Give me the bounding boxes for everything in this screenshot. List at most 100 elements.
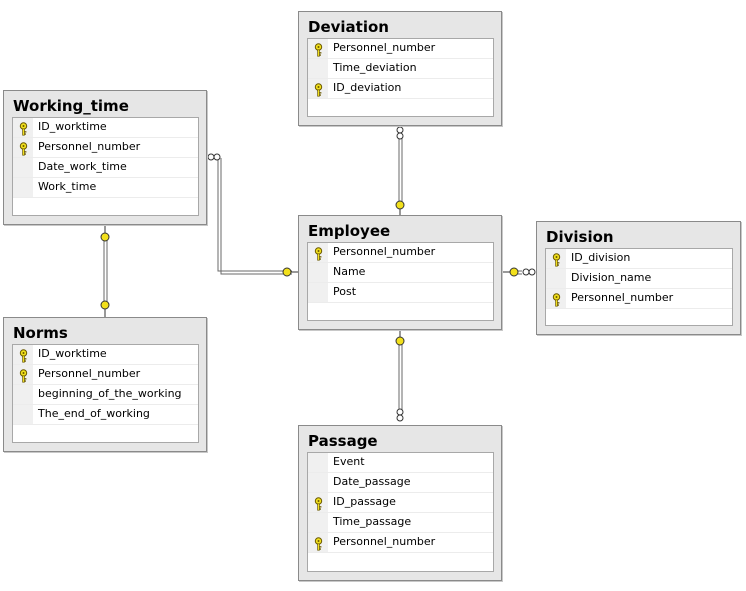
field-name: Personnel_number bbox=[38, 140, 141, 153]
field-name: Personnel_number bbox=[571, 291, 674, 304]
key-endpoint-icon bbox=[282, 267, 298, 277]
row-selector[interactable] bbox=[546, 249, 566, 268]
field-row[interactable]: Work_time bbox=[13, 178, 198, 198]
field-name: ID_passage bbox=[333, 495, 396, 508]
field-row[interactable]: Personnel_number bbox=[308, 39, 493, 59]
row-selector[interactable] bbox=[13, 385, 33, 404]
field-name: ID_worktime bbox=[38, 120, 107, 133]
key-icon bbox=[551, 292, 562, 307]
row-selector[interactable] bbox=[13, 405, 33, 424]
row-selector[interactable] bbox=[308, 79, 328, 98]
row-selector[interactable] bbox=[13, 118, 33, 137]
field-name: Personnel_number bbox=[333, 41, 436, 54]
field-row[interactable]: ID_passage bbox=[308, 493, 493, 513]
relation-deviation-employee[interactable] bbox=[398, 136, 403, 204]
field-row[interactable]: beginning_of_the_working bbox=[13, 385, 198, 405]
field-row[interactable]: Date_passage bbox=[308, 473, 493, 493]
row-selector[interactable] bbox=[308, 473, 328, 492]
key-endpoint-icon bbox=[395, 200, 405, 215]
field-row[interactable]: Division_name bbox=[546, 269, 732, 289]
row-selector[interactable] bbox=[13, 365, 33, 384]
field-row[interactable]: ID_deviation bbox=[308, 79, 493, 99]
infinity-endpoint-icon bbox=[207, 153, 221, 161]
relation-workingtime-employee[interactable] bbox=[217, 156, 292, 275]
key-icon bbox=[18, 121, 29, 136]
key-endpoint-icon bbox=[503, 267, 519, 277]
infinity-endpoint-icon bbox=[522, 268, 536, 276]
field-row[interactable]: Time_deviation bbox=[308, 59, 493, 79]
row-selector[interactable] bbox=[308, 533, 328, 552]
field-row[interactable]: Event bbox=[308, 453, 493, 473]
field-row[interactable]: ID_worktime bbox=[13, 345, 198, 365]
field-name: Time_deviation bbox=[333, 61, 417, 74]
field-name: Name bbox=[333, 265, 366, 278]
field-row[interactable]: Personnel_number bbox=[308, 533, 493, 553]
row-selector[interactable] bbox=[13, 178, 33, 197]
table-title: Deviation bbox=[308, 18, 389, 36]
field-name: ID_division bbox=[571, 251, 631, 264]
field-row[interactable]: Time_passage bbox=[308, 513, 493, 533]
row-selector[interactable] bbox=[308, 493, 328, 512]
key-endpoint-icon bbox=[100, 226, 110, 242]
infinity-endpoint-icon bbox=[396, 126, 404, 140]
key-icon bbox=[313, 42, 324, 57]
relation-employee-passage[interactable] bbox=[398, 344, 403, 412]
row-selector[interactable] bbox=[546, 269, 566, 288]
key-endpoint-icon bbox=[100, 300, 110, 317]
row-selector[interactable] bbox=[308, 283, 328, 302]
row-selector[interactable] bbox=[308, 39, 328, 58]
field-name: Post bbox=[333, 285, 357, 298]
row-selector[interactable] bbox=[308, 263, 328, 282]
key-icon bbox=[313, 82, 324, 97]
field-row[interactable]: Personnel_number bbox=[13, 365, 198, 385]
row-selector[interactable] bbox=[13, 345, 33, 364]
field-row[interactable]: Date_work_time bbox=[13, 158, 198, 178]
field-name: Personnel_number bbox=[38, 367, 141, 380]
field-name: ID_deviation bbox=[333, 81, 402, 94]
field-name: Event bbox=[333, 455, 365, 468]
field-row[interactable]: Personnel_number bbox=[13, 138, 198, 158]
field-name: Personnel_number bbox=[333, 535, 436, 548]
field-row[interactable]: Post bbox=[308, 283, 493, 303]
table-title: Division bbox=[546, 228, 614, 246]
field-name: Date_passage bbox=[333, 475, 411, 488]
row-selector[interactable] bbox=[308, 513, 328, 532]
row-selector[interactable] bbox=[13, 138, 33, 157]
field-name: ID_worktime bbox=[38, 347, 107, 360]
row-selector[interactable] bbox=[13, 158, 33, 177]
key-icon bbox=[313, 496, 324, 511]
row-selector[interactable] bbox=[308, 243, 328, 262]
row-selector[interactable] bbox=[308, 59, 328, 78]
table-title: Employee bbox=[308, 222, 391, 240]
field-row[interactable]: Personnel_number bbox=[546, 289, 732, 309]
key-icon bbox=[18, 368, 29, 383]
table-title: Passage bbox=[308, 432, 378, 450]
field-name: Work_time bbox=[38, 180, 97, 193]
field-name: Date_work_time bbox=[38, 160, 127, 173]
field-row[interactable]: Name bbox=[308, 263, 493, 283]
key-icon bbox=[551, 252, 562, 267]
row-selector[interactable] bbox=[308, 453, 328, 472]
field-row[interactable]: Personnel_number bbox=[308, 243, 493, 263]
field-name: Division_name bbox=[571, 271, 652, 284]
relation-workingtime-norms[interactable] bbox=[103, 236, 108, 304]
field-name: The_end_of_working bbox=[38, 407, 150, 420]
field-row[interactable]: ID_division bbox=[546, 249, 732, 269]
key-icon bbox=[18, 141, 29, 156]
field-row[interactable]: The_end_of_working bbox=[13, 405, 198, 425]
key-endpoint-icon bbox=[395, 330, 405, 346]
field-name: Time_passage bbox=[333, 515, 412, 528]
field-row[interactable]: ID_worktime bbox=[13, 118, 198, 138]
row-selector[interactable] bbox=[546, 289, 566, 308]
